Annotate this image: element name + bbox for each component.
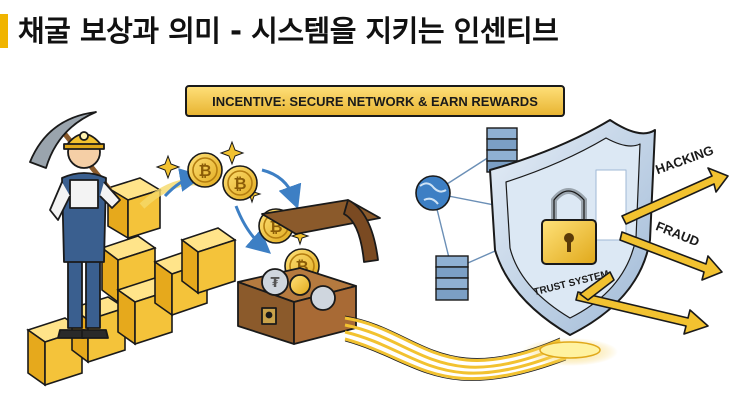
server-rack-icon [436, 256, 468, 300]
banner-text: INCENTIVE: SECURE NETWORK & EARN REWARDS [212, 94, 538, 109]
svg-text:₿: ₿ [233, 174, 246, 193]
incentive-banner: INCENTIVE: SECURE NETWORK & EARN REWARDS [186, 86, 564, 116]
svg-text:₮: ₮ [270, 276, 279, 291]
gold-block-icon [182, 228, 235, 293]
bitcoin-coin-icon: ₿ [223, 166, 257, 200]
gold-block-icon [108, 178, 160, 238]
bitcoin-coin-icon: ₿ [188, 153, 222, 187]
svg-text:₿: ₿ [198, 161, 211, 180]
threat-hacking: HACKING [653, 142, 715, 177]
threat-fraud: FRAUD [654, 218, 702, 249]
globe-icon [416, 176, 450, 210]
